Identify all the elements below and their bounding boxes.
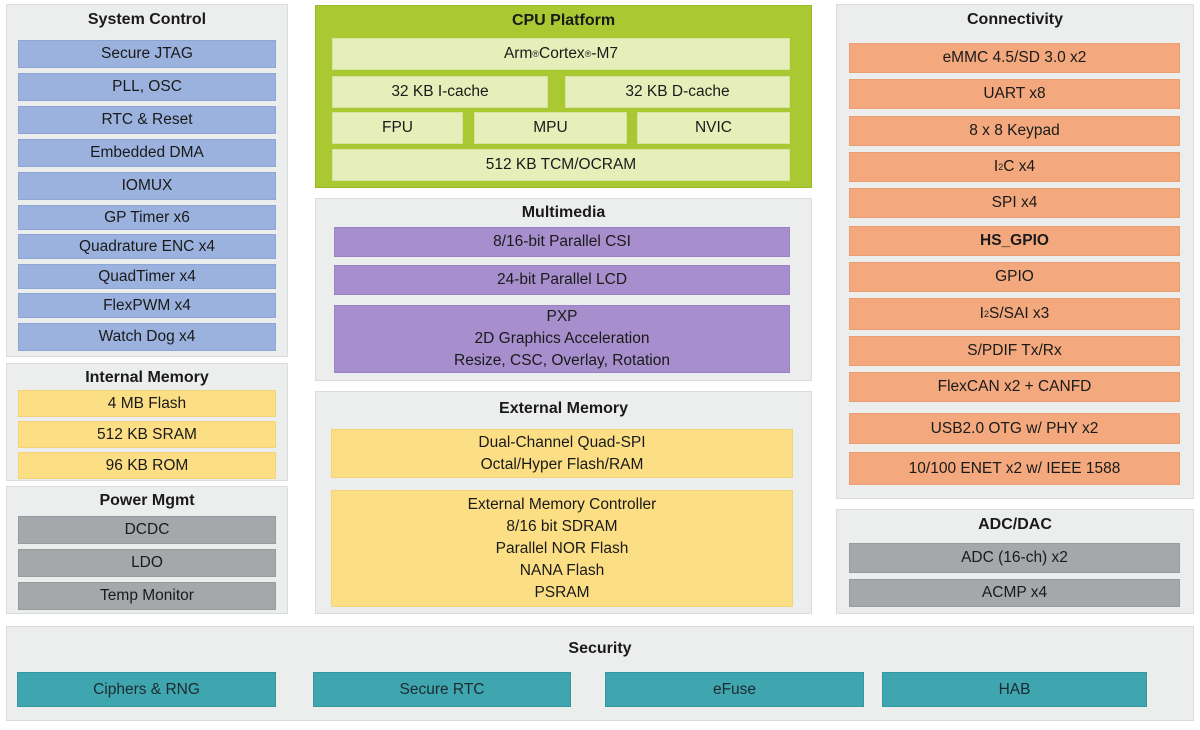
security-title: Security (568, 640, 632, 657)
hab-block: HAB (882, 672, 1147, 707)
external-memory-panel: External Memory Dual-Channel Quad-SPI Oc… (315, 391, 812, 614)
power-mgmt-panel: Power Mgmt DCDC LDO Temp Monitor (6, 486, 288, 614)
emc-line-2: 8/16 bit SDRAM (506, 517, 618, 535)
parallel-lcd-block: 24-bit Parallel LCD (334, 265, 790, 295)
cpu-platform-title: CPU Platform (511, 12, 616, 29)
connectivity-panel: Connectivity eMMC 4.5/SD 3.0 x2 UART x8 … (836, 4, 1194, 499)
flash-block: 4 MB Flash (18, 390, 276, 417)
cpu-platform-panel: CPU Platform Arm® Cortex®-M7 32 KB I-cac… (315, 5, 812, 188)
internal-memory-panel: Internal Memory 4 MB Flash 512 KB SRAM 9… (6, 363, 288, 481)
multimedia-title: Multimedia (521, 204, 606, 221)
quad-spi-line-2: Octal/Hyper Flash/RAM (480, 455, 644, 473)
i2c-post: C x4 (1003, 158, 1036, 175)
connectivity-title: Connectivity (966, 11, 1063, 28)
emc-line-1: External Memory Controller (467, 495, 657, 513)
dcache-block: 32 KB D-cache (565, 76, 790, 108)
system-control-title: System Control (87, 11, 207, 28)
watchdog-block: Watch Dog x4 (18, 323, 276, 351)
quadrature-enc-block: Quadrature ENC x4 (18, 234, 276, 259)
gp-timer-block: GP Timer x6 (18, 205, 276, 230)
cortex-m7-block: Arm® Cortex®-M7 (332, 38, 790, 70)
external-memory-title: External Memory (499, 400, 628, 417)
rtc-reset-block: RTC & Reset (18, 106, 276, 134)
emc-line-4: NANA Flash (519, 561, 605, 579)
secure-jtag-block: Secure JTAG (18, 40, 276, 68)
multimedia-panel: Multimedia 8/16-bit Parallel CSI 24-bit … (315, 198, 812, 381)
emc-line-3: Parallel NOR Flash (495, 539, 629, 557)
ciphers-rng-block: Ciphers & RNG (17, 672, 276, 707)
rom-block: 96 KB ROM (18, 452, 276, 479)
pxp-line-1: PXP (546, 308, 578, 325)
system-control-panel: System Control Secure JTAG PLL, OSC RTC … (6, 4, 288, 357)
nvic-block: NVIC (637, 112, 790, 144)
pxp-line-2: 2D Graphics Acceleration (474, 330, 650, 347)
core-prefix: Arm (503, 45, 533, 62)
quadtimer-block: QuadTimer x4 (18, 264, 276, 289)
mpu-block: MPU (474, 112, 627, 144)
parallel-csi-block: 8/16-bit Parallel CSI (334, 227, 790, 257)
efuse-block: eFuse (605, 672, 864, 707)
temp-monitor-block: Temp Monitor (18, 582, 276, 610)
spdif-block: S/PDIF Tx/Rx (849, 336, 1180, 366)
security-panel: Security Ciphers & RNG Secure RTC eFuse … (6, 626, 1194, 721)
embedded-dma-block: Embedded DMA (18, 139, 276, 167)
internal-memory-title: Internal Memory (85, 369, 209, 386)
pxp-line-3: Resize, CSC, Overlay, Rotation (454, 352, 670, 369)
quad-spi-line-1: Dual-Channel Quad-SPI (478, 433, 646, 451)
sram-block: 512 KB SRAM (18, 421, 276, 448)
emmc-sd-block: eMMC 4.5/SD 3.0 x2 (849, 43, 1180, 73)
flexpwm-block: FlexPWM x4 (18, 293, 276, 318)
i2c-pre: I (993, 158, 999, 175)
enet-block: 10/100 ENET x2 w/ IEEE 1588 (849, 452, 1180, 485)
quad-spi-block: Dual-Channel Quad-SPI Octal/Hyper Flash/… (331, 429, 793, 478)
adc-block: ADC (16-ch) x2 (849, 543, 1180, 573)
hs-gpio-block: HS_GPIO (849, 226, 1180, 256)
iomux-block: IOMUX (18, 172, 276, 200)
emc-line-5: PSRAM (534, 583, 590, 601)
dcdc-block: DCDC (18, 516, 276, 544)
keypad-block: 8 x 8 Keypad (849, 116, 1180, 146)
icache-block: 32 KB I-cache (332, 76, 548, 108)
gpio-block: GPIO (849, 262, 1180, 292)
flexcan-block: FlexCAN x2 + CANFD (849, 372, 1180, 402)
adc-dac-title: ADC/DAC (978, 516, 1052, 533)
pxp-block: PXP 2D Graphics Acceleration Resize, CSC… (334, 305, 790, 373)
fpu-block: FPU (332, 112, 463, 144)
tcm-ocram-block: 512 KB TCM/OCRAM (332, 149, 790, 181)
spi-block: SPI x4 (849, 188, 1180, 218)
core-mid: Cortex (539, 45, 585, 62)
uart-block: UART x8 (849, 79, 1180, 109)
ldo-block: LDO (18, 549, 276, 577)
core-suffix: -M7 (591, 45, 619, 62)
power-mgmt-title: Power Mgmt (99, 492, 195, 509)
memory-controller-block: External Memory Controller 8/16 bit SDRA… (331, 490, 793, 607)
adc-dac-panel: ADC/DAC ADC (16-ch) x2 ACMP x4 (836, 509, 1194, 614)
usb-otg-block: USB2.0 OTG w/ PHY x2 (849, 413, 1180, 444)
i2s-post: S/SAI x3 (989, 305, 1050, 322)
secure-rtc-block: Secure RTC (313, 672, 571, 707)
i2s-pre: I (979, 305, 984, 322)
pll-osc-block: PLL, OSC (18, 73, 276, 101)
acmp-block: ACMP x4 (849, 579, 1180, 607)
